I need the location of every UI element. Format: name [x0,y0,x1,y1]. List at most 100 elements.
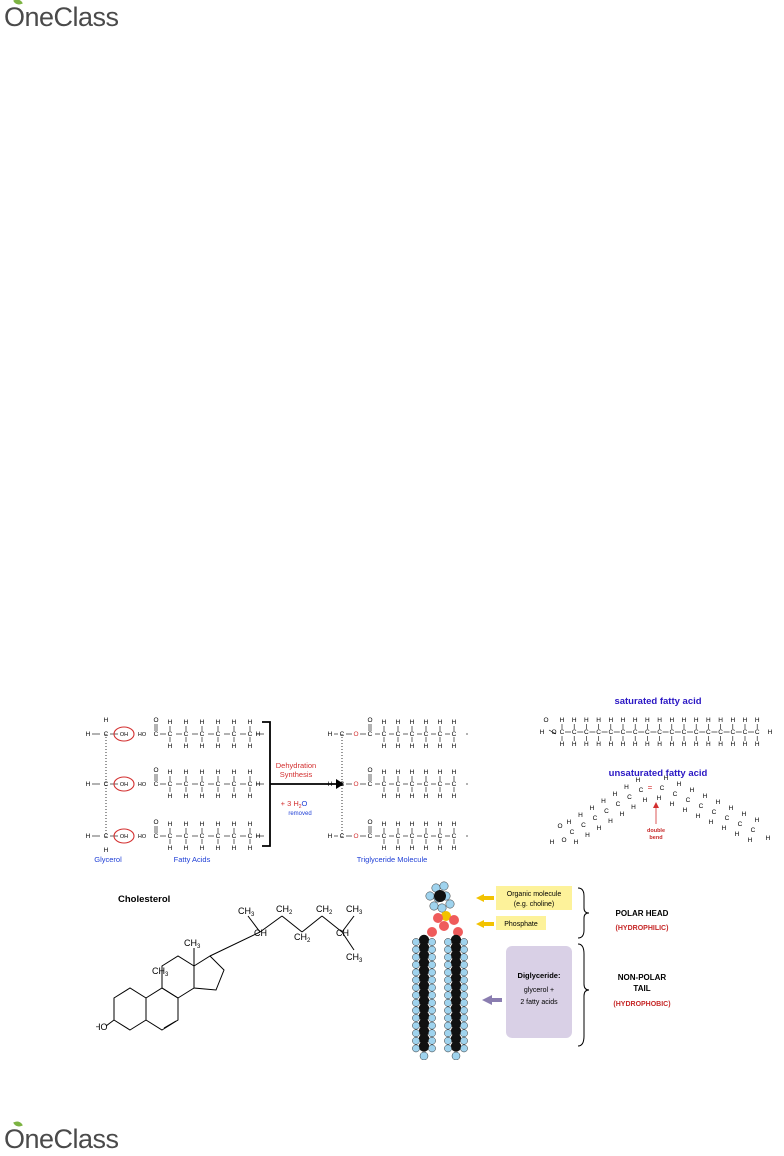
svg-text:H: H [168,719,173,726]
svg-text:H: H [696,813,701,820]
svg-text:CH2: CH2 [294,932,311,944]
svg-text:H: H [596,717,601,724]
svg-text:H: H [438,743,443,750]
svg-text:CH3: CH3 [346,904,363,916]
svg-text:H: H [631,804,636,811]
svg-text:H: H [716,799,721,806]
svg-text:C: C [596,729,601,736]
svg-text:C: C [232,731,237,738]
svg-text:H: H [396,845,401,852]
svg-text:C: C [368,731,373,738]
svg-text:C: C [686,797,691,804]
svg-text:H: H [608,818,613,825]
svg-text:H: H [613,791,618,798]
svg-text:H: H [200,743,205,750]
svg-text:H: H [424,793,429,800]
svg-text:H: H [382,845,387,852]
svg-text:H: H [200,845,205,852]
svg-text:HO: HO [138,834,147,840]
svg-text:double: double [647,828,665,834]
svg-text:C: C [340,731,345,738]
svg-text:H: H [328,781,333,788]
svg-text:HO: HO [138,782,147,788]
svg-text:C: C [368,833,373,840]
svg-text:C: C [410,781,415,788]
svg-text:H: H [396,793,401,800]
svg-text:H: H [694,717,699,724]
svg-text:bend: bend [649,835,662,841]
svg-text:saturated fatty acid: saturated fatty acid [614,696,701,707]
svg-text:C: C [168,833,173,840]
svg-text:C: C [660,785,665,792]
svg-text:H: H [664,775,669,782]
svg-text:C: C [424,731,429,738]
svg-text:H: H [248,845,253,852]
svg-text:H: H [584,717,589,724]
svg-text:C: C [410,731,415,738]
svg-text:H: H [396,719,401,726]
svg-text:H: H [584,741,589,748]
svg-text:C: C [168,731,173,738]
svg-text:C: C [248,731,253,738]
svg-text:unsaturated fatty acid: unsaturated fatty acid [609,768,708,779]
svg-text:H: H [396,821,401,828]
svg-text:2 fatty acids: 2 fatty acids [520,999,558,1006]
svg-text:H: H [706,717,711,724]
svg-text:H: H [597,825,602,832]
svg-text:H: H [729,805,734,812]
svg-text:H: H [742,811,747,818]
svg-text:OH: OH [120,732,128,738]
phospholipid-diagram: Organic molecule (e.g. choline) Phosphat… [412,881,671,1060]
svg-text:C: C [584,729,589,736]
svg-text:H: H [382,821,387,828]
svg-text:H: H [567,819,572,826]
svg-text:O: O [353,833,358,840]
svg-text:glycerol +: glycerol + [524,987,554,994]
svg-text:C: C [368,781,373,788]
svg-text:C: C [200,833,205,840]
svg-text:H: H [216,743,221,750]
svg-text:H: H [216,769,221,776]
svg-text:C: C [168,781,173,788]
svg-text:H: H [168,743,173,750]
svg-text:H: H [232,793,237,800]
svg-text:H: H [572,717,577,724]
svg-text:H: H [216,719,221,726]
svg-text:H: H [256,781,261,788]
cholesterol-diagram: Cholesterol HO CH3 CH3 CH3 CH CH2 CH2 CH… [96,894,363,1032]
svg-text:C: C [248,781,253,788]
svg-text:H: H [645,717,650,724]
svg-text:H: H [669,717,674,724]
svg-text:C: C [657,729,662,736]
svg-text:H: H [621,741,626,748]
svg-text:H: H [452,743,457,750]
svg-text:H: H [216,845,221,852]
svg-text:C: C [382,833,387,840]
svg-text:H: H [184,845,189,852]
svg-text:CH2: CH2 [316,904,333,916]
svg-text:C: C [396,833,401,840]
svg-text:O: O [353,781,358,788]
svg-text:OH: OH [120,782,128,788]
svg-text:CH: CH [336,928,349,938]
svg-text:H: H [706,741,711,748]
svg-text:H: H [232,845,237,852]
svg-text:C: C [248,833,253,840]
svg-text:H: H [730,741,735,748]
svg-text:HO: HO [138,732,147,738]
svg-text:H: H [735,831,740,838]
svg-text:Glycerol: Glycerol [94,855,122,864]
svg-text:H: H [438,793,443,800]
svg-text:H: H [200,793,205,800]
svg-text:CH3: CH3 [184,938,201,950]
svg-text:C: C [608,729,613,736]
svg-text:H: H [86,833,91,840]
svg-text:C: C [382,731,387,738]
svg-text:C: C [673,791,678,798]
svg-text:H: H [768,729,773,736]
svg-text:H: H [670,801,675,808]
svg-text:H: H [248,793,253,800]
svg-text:H: H [677,781,682,788]
svg-text:Fatty Acids: Fatty Acids [174,855,211,864]
